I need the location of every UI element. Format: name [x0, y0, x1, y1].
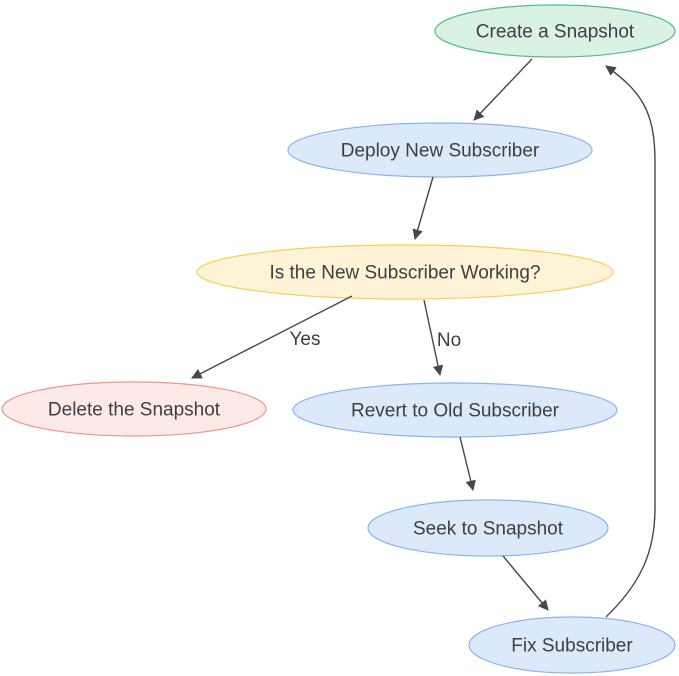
edge-label-no: No [437, 330, 461, 351]
node-revert-to-old-subscriber: Revert to Old Subscriber [292, 382, 618, 438]
node-label-is-new-subscriber-working: Is the New Subscriber Working? [269, 263, 540, 284]
edge-deploy-new-subscriber-to-is-new-subscriber-working [412, 176, 434, 241]
node-shape-revert-to-old-subscriber [292, 382, 618, 438]
node-shape-seek-to-snapshot [367, 499, 609, 557]
node-shape-is-new-subscriber-working [196, 244, 614, 300]
node-label-seek-to-snapshot: Seek to Snapshot [413, 519, 564, 540]
edge-seek-to-snapshot-to-fix-subscriber [502, 555, 549, 611]
edge-create-snapshot-to-deploy-new-subscriber [473, 58, 533, 121]
edge-is-new-subscriber-working-to-delete-the-snapshot [191, 295, 353, 379]
edge-label-yes: Yes [290, 329, 321, 350]
edge-fix-subscriber-to-create-snapshot [605, 65, 656, 618]
node-fix-subscriber: Fix Subscriber [468, 616, 676, 674]
node-label-fix-subscriber: Fix Subscriber [511, 636, 633, 657]
node-label-delete-the-snapshot: Delete the Snapshot [48, 400, 221, 421]
node-shape-create-snapshot [434, 4, 676, 58]
node-shape-delete-the-snapshot [1, 381, 267, 437]
node-shape-fix-subscriber [468, 616, 676, 674]
node-delete-the-snapshot: Delete the Snapshot [1, 381, 267, 437]
node-is-new-subscriber-working: Is the New Subscriber Working? [196, 244, 614, 300]
node-label-deploy-new-subscriber: Deploy New Subscriber [341, 141, 540, 162]
edge-is-new-subscriber-working-to-revert-to-old-subscriber [423, 299, 444, 377]
edge-revert-to-old-subscriber-to-seek-to-snapshot [459, 436, 476, 492]
node-seek-to-snapshot: Seek to Snapshot [367, 499, 609, 557]
node-deploy-new-subscriber: Deploy New Subscriber [287, 122, 593, 178]
node-label-create-snapshot: Create a Snapshot [476, 22, 635, 43]
node-create-snapshot: Create a Snapshot [434, 4, 676, 58]
node-shape-deploy-new-subscriber [287, 122, 593, 178]
node-label-revert-to-old-subscriber: Revert to Old Subscriber [351, 401, 560, 422]
